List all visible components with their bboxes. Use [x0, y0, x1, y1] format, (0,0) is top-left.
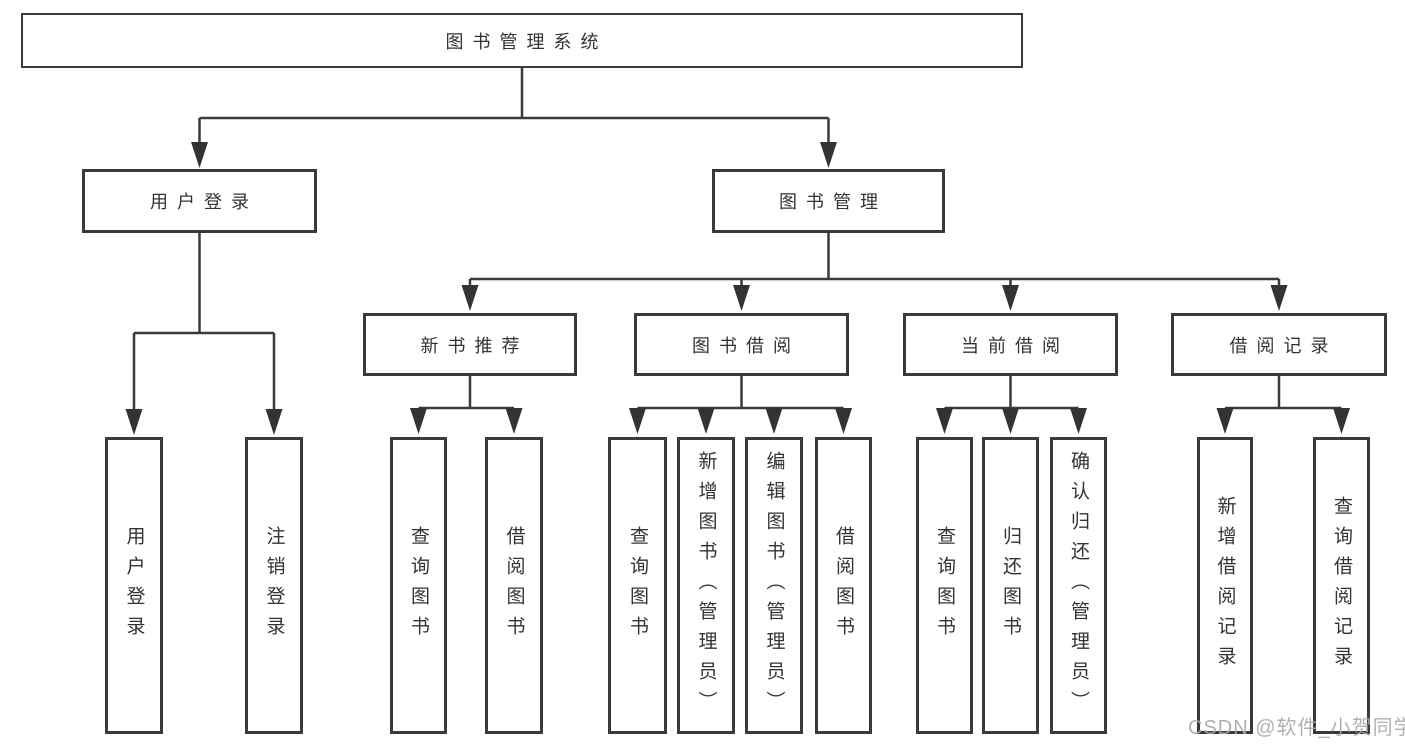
- node-leaf-add-borrow-record: 新增借阅记录: [1197, 437, 1253, 734]
- arrowhead-group: [125, 142, 1350, 435]
- node-leaf-borrow-books-2: 借阅图书: [815, 437, 872, 734]
- node-label: 确认归还（管理员）: [1068, 450, 1089, 721]
- node-leaf-user-login: 用户登录: [105, 437, 163, 734]
- node-label: 新增借阅记录: [1214, 495, 1236, 676]
- node-leaf-query-books-3: 查询图书: [916, 437, 973, 734]
- node-borrowing-records: 借阅记录: [1171, 313, 1387, 376]
- node-leaf-query-books-2: 查询图书: [608, 437, 667, 734]
- node-label: 编辑图书（管理员）: [763, 450, 785, 721]
- node-leaf-borrow-books-1: 借阅图书: [485, 437, 543, 734]
- node-label: 用户登录: [123, 525, 145, 646]
- node-label: 新增图书（管理员）: [695, 450, 717, 721]
- node-label: 查询图书: [408, 525, 429, 646]
- node-label: 注销登录: [263, 525, 285, 646]
- node-leaf-return-books: 归还图书: [982, 437, 1039, 734]
- node-label: 借阅图书: [503, 525, 525, 646]
- node-leaf-logout: 注销登录: [245, 437, 303, 734]
- node-label: 借阅记录: [1229, 335, 1338, 356]
- node-current-borrowing: 当前借阅: [903, 313, 1118, 376]
- node-label: 用户登录: [150, 192, 258, 212]
- node-label: 新书推荐: [420, 335, 529, 356]
- watermark-text: CSDN @软件_小贺同学: [1188, 717, 1405, 739]
- node-label: 当前借阅: [961, 335, 1069, 356]
- node-user-login: 用户登录: [82, 169, 317, 233]
- node-leaf-confirm-return-admin: 确认归还（管理员）: [1050, 437, 1107, 734]
- node-label: 归还图书: [1000, 525, 1021, 646]
- node-label: 借阅图书: [833, 525, 854, 646]
- node-leaf-query-borrow-record: 查询借阅记录: [1313, 437, 1370, 734]
- node-label: 查询图书: [627, 525, 648, 646]
- node-book-management: 图书管理: [712, 169, 945, 233]
- node-leaf-add-book-admin: 新增图书（管理员）: [677, 437, 735, 734]
- node-new-book-recommend: 新书推荐: [363, 313, 577, 376]
- node-label: 查询图书: [934, 525, 955, 646]
- node-library-management-system: 图书管理系统: [21, 13, 1023, 68]
- node-book-borrowing: 图书借阅: [634, 313, 849, 376]
- node-label: 图书管理: [779, 192, 887, 212]
- node-leaf-query-books-1: 查询图书: [390, 437, 447, 734]
- node-label: 图书管理系统: [445, 31, 608, 52]
- node-label: 查询借阅记录: [1331, 495, 1352, 676]
- node-label: 图书借阅: [692, 335, 800, 356]
- node-leaf-edit-book-admin: 编辑图书（管理员）: [745, 437, 803, 734]
